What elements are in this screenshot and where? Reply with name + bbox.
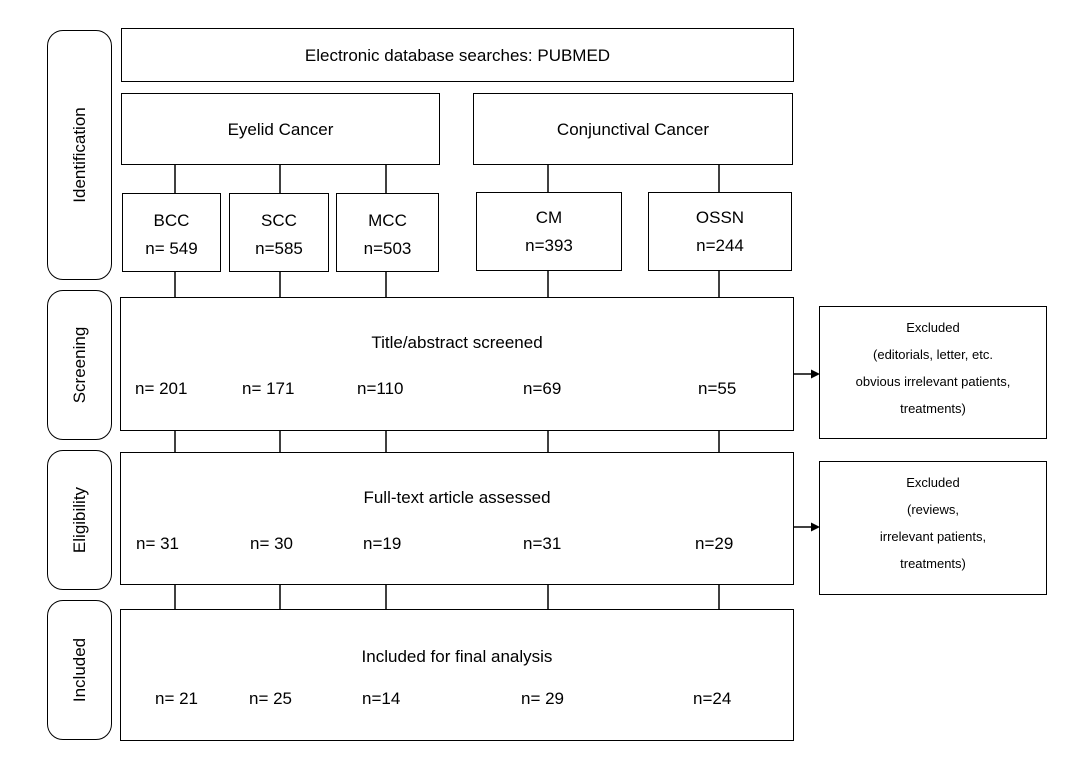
included-count-mcc: n=14: [362, 689, 401, 708]
eligibility-title: Full-text article assessed: [363, 488, 551, 507]
eligibility-count-bcc: n= 31: [136, 534, 180, 553]
included-count-ossn: n=24: [693, 689, 732, 708]
cancer-box-mcc: MCC n=503: [336, 193, 439, 272]
excluded-eligibility-line-4: treatments): [900, 556, 966, 571]
cancer-name-mcc: MCC: [368, 211, 407, 230]
cancer-count-cm: n=393: [525, 236, 573, 255]
cancer-count-ossn: n=244: [696, 236, 744, 255]
excluded-eligibility-line-2: (reviews,: [906, 502, 959, 517]
cancer-count-bcc: n= 549: [145, 239, 198, 258]
excluded-screening-line-2: (editorials, letter, etc.: [873, 347, 993, 362]
cancer-name-scc: SCC: [261, 211, 297, 230]
excluded-screening-line-3: obvious irrelevant patients,: [855, 374, 1011, 389]
cancer-count-scc: n=585: [255, 239, 303, 258]
stage-screening: Screening: [47, 290, 112, 440]
cancer-box-bcc: BCC n= 549: [122, 193, 221, 272]
cancer-box-cm: CM n=393: [476, 192, 622, 271]
screening-count-bcc: n= 201: [135, 379, 188, 398]
conjunctival-cancer-label: Conjunctival Cancer: [556, 120, 710, 139]
eyelid-cancer-box: Eyelid Cancer: [121, 93, 440, 165]
cancer-name-cm: CM: [535, 208, 563, 227]
eligibility-count-scc: n= 30: [250, 534, 294, 553]
excluded-eligibility-box: Excluded (reviews, irrelevant patients, …: [819, 461, 1047, 595]
included-count-cm: n= 29: [521, 689, 565, 708]
excluded-screening-line-1: Excluded: [906, 320, 960, 335]
screening-box: Title/abstract screened n= 201 n= 171 n=…: [120, 297, 794, 431]
screening-count-ossn: n=55: [698, 379, 737, 398]
included-box: Included for final analysis n= 21 n= 25 …: [120, 609, 794, 741]
arrowhead-excluded-eligibility: [811, 522, 820, 532]
cancer-count-mcc: n=503: [363, 239, 412, 258]
stage-included: Included: [47, 600, 112, 740]
stage-included-label: Included: [69, 637, 89, 703]
cancer-box-ossn: OSSN n=244: [648, 192, 792, 271]
included-title: Included for final analysis: [361, 647, 553, 666]
excluded-eligibility-line-1: Excluded: [906, 475, 960, 490]
database-label: Electronic database searches: PUBMED: [304, 46, 611, 65]
stage-identification: Identification: [47, 30, 112, 280]
stage-identification-label: Identification: [69, 107, 89, 203]
eligibility-count-cm: n=31: [523, 534, 562, 553]
eligibility-box: Full-text article assessed n= 31 n= 30 n…: [120, 452, 794, 585]
eyelid-cancer-label: Eyelid Cancer: [227, 120, 334, 139]
stage-eligibility: Eligibility: [47, 450, 112, 590]
included-count-scc: n= 25: [249, 689, 293, 708]
cancer-name-ossn: OSSN: [695, 208, 745, 227]
stage-screening-label: Screening: [69, 326, 89, 404]
excluded-screening-box: Excluded (editorials, letter, etc. obvio…: [819, 306, 1047, 439]
screening-count-cm: n=69: [523, 379, 562, 398]
eligibility-count-mcc: n=19: [363, 534, 402, 553]
cancer-box-scc: SCC n=585: [229, 193, 329, 272]
included-count-bcc: n= 21: [155, 689, 199, 708]
database-box: Electronic database searches: PUBMED: [121, 28, 794, 82]
screening-count-scc: n= 171: [242, 379, 295, 398]
excluded-eligibility-line-3: irrelevant patients,: [879, 529, 987, 544]
excluded-screening-line-4: treatments): [900, 401, 966, 416]
screening-title: Title/abstract screened: [371, 333, 543, 352]
screening-count-mcc: n=110: [357, 379, 404, 398]
stage-eligibility-label: Eligibility: [69, 486, 89, 554]
conjunctival-cancer-box: Conjunctival Cancer: [473, 93, 793, 165]
arrowhead-excluded-screening: [811, 369, 820, 379]
eligibility-count-ossn: n=29: [695, 534, 734, 553]
cancer-name-bcc: BCC: [153, 211, 190, 230]
